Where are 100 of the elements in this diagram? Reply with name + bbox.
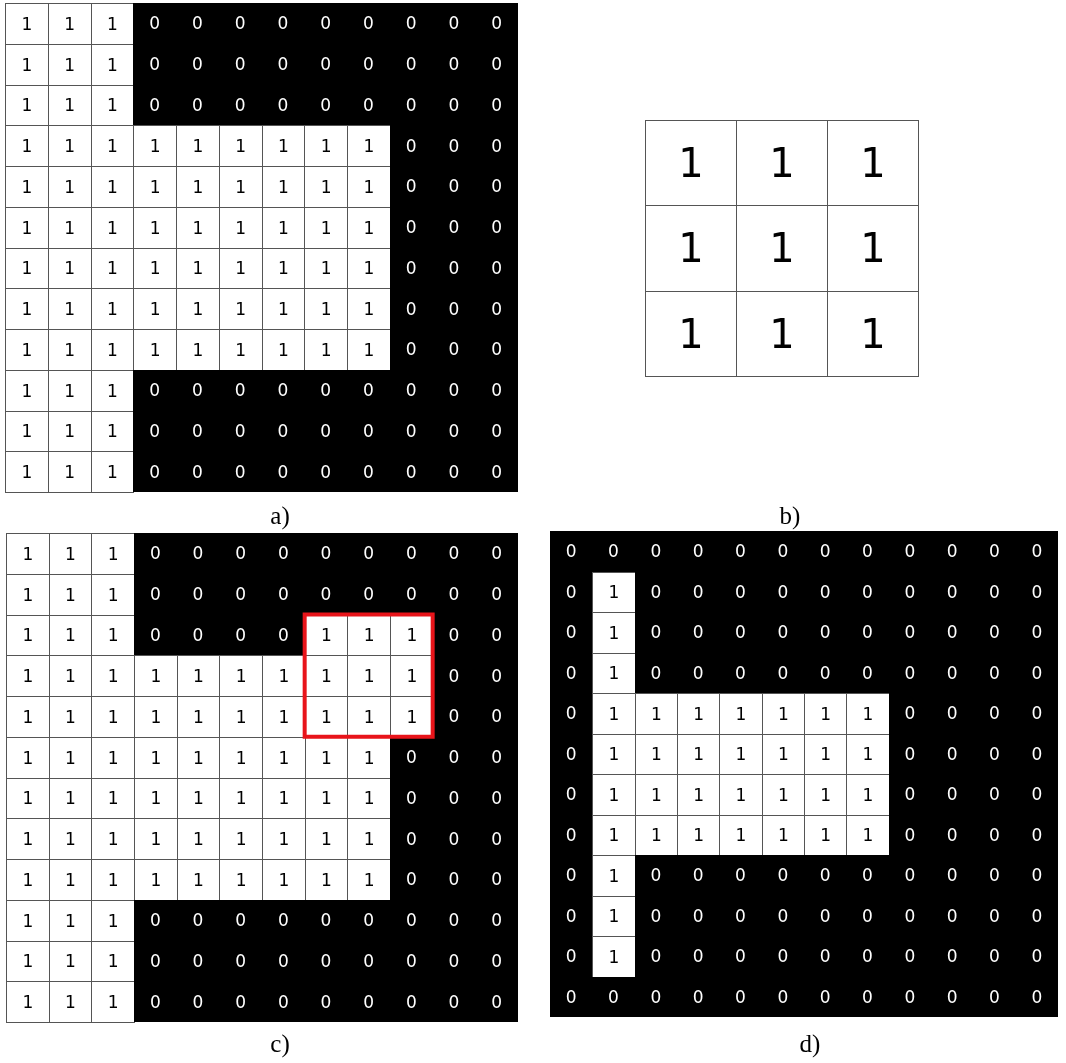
matrix-cell: 1 bbox=[347, 655, 391, 697]
matrix-cell: 1 bbox=[176, 329, 220, 371]
matrix-cell: 1 bbox=[48, 899, 93, 942]
panel-label: a) bbox=[270, 502, 290, 530]
matrix-cell: 1 bbox=[347, 329, 391, 371]
matrix-cell: 1 bbox=[90, 3, 135, 45]
matrix-cell: 1 bbox=[48, 777, 93, 820]
matrix-cell: 1 bbox=[90, 125, 135, 167]
matrix-cell: 1 bbox=[304, 247, 348, 290]
matrix-cell: 1 bbox=[48, 940, 93, 983]
matrix-cell: 1 bbox=[218, 329, 263, 371]
matrix-cell: 1 bbox=[261, 206, 306, 249]
matrix-cell: 1 bbox=[304, 166, 348, 208]
matrix-cell: 1 bbox=[47, 125, 92, 167]
matrix-cell: 1 bbox=[90, 84, 135, 127]
matrix-cell: 1 bbox=[91, 899, 135, 942]
matrix-cell: 1 bbox=[91, 981, 135, 1023]
matrix-cell: 1 bbox=[6, 655, 50, 697]
matrix-cell: 1 bbox=[347, 696, 391, 738]
matrix-cell: 1 bbox=[5, 247, 49, 290]
matrix-value: 0 bbox=[634, 855, 677, 896]
matrix-cell: 1 bbox=[6, 736, 50, 779]
matrix-cell: 1 bbox=[47, 247, 92, 290]
matrix-cell: 1 bbox=[592, 652, 636, 694]
matrix-cell: 1 bbox=[133, 125, 177, 167]
matrix-cell: 1 bbox=[5, 125, 49, 167]
matrix-cell: 1 bbox=[846, 814, 890, 856]
matrix-cell: 1 bbox=[176, 859, 221, 901]
matrix-cell: 1 bbox=[347, 288, 391, 330]
matrix-cell: 1 bbox=[91, 573, 135, 616]
matrix-cell: 1 bbox=[261, 166, 306, 208]
matrix-cell: 1 bbox=[90, 206, 135, 249]
matrix-cell: 1 bbox=[5, 410, 49, 453]
matrix-cell: 1 bbox=[6, 777, 50, 820]
matrix-cell: 1 bbox=[48, 573, 93, 616]
matrix-cell: 1 bbox=[48, 614, 93, 657]
matrix-cell: 1 bbox=[219, 818, 263, 860]
matrix-value: 0 bbox=[133, 369, 176, 411]
matrix-cell: 1 bbox=[347, 777, 391, 820]
matrix-cell: 1 bbox=[804, 733, 848, 775]
matrix-cell: 1 bbox=[5, 84, 49, 127]
matrix-cell: 1 bbox=[719, 693, 763, 735]
matrix-cell: 1 bbox=[90, 451, 135, 493]
matrix-cell: 1 bbox=[261, 329, 306, 371]
matrix-cell: 1 bbox=[133, 288, 177, 330]
matrix-cell: 1 bbox=[219, 655, 263, 697]
matrix-cell: 1 bbox=[761, 733, 805, 775]
matrix-cell: 1 bbox=[645, 290, 737, 377]
matrix-cell: 1 bbox=[261, 288, 306, 330]
matrix-cell: 1 bbox=[218, 125, 263, 167]
matrix-cell: 1 bbox=[47, 84, 92, 127]
matrix-cell: 1 bbox=[677, 733, 721, 775]
matrix-cell: 1 bbox=[634, 693, 678, 735]
matrix-cell: 1 bbox=[761, 814, 805, 856]
matrix-cell: 1 bbox=[218, 247, 263, 290]
matrix-cell: 1 bbox=[176, 777, 221, 820]
matrix-cell: 1 bbox=[804, 774, 848, 816]
matrix-cell: 1 bbox=[262, 859, 306, 901]
matrix-cell: 1 bbox=[90, 43, 135, 86]
matrix-cell: 1 bbox=[176, 247, 220, 290]
matrix-cell: 1 bbox=[90, 369, 135, 412]
matrix-cell: 1 bbox=[5, 329, 49, 371]
matrix-cell: 1 bbox=[90, 166, 135, 208]
matrix-cell: 1 bbox=[5, 3, 49, 45]
matrix-cell: 1 bbox=[347, 247, 391, 290]
matrix-cell: 1 bbox=[347, 125, 391, 167]
matrix-cell: 1 bbox=[846, 693, 890, 735]
panel-label: d) bbox=[799, 1030, 821, 1058]
matrix-cell: 1 bbox=[47, 43, 92, 86]
matrix-cell: 1 bbox=[6, 899, 50, 942]
matrix-cell: 1 bbox=[47, 288, 92, 330]
matrix-cell: 1 bbox=[48, 981, 93, 1023]
matrix-cell: 1 bbox=[6, 818, 50, 860]
matrix-cell: 1 bbox=[761, 693, 805, 735]
matrix-cell: 1 bbox=[176, 655, 221, 697]
matrix-cell: 1 bbox=[219, 736, 263, 779]
matrix-cell: 1 bbox=[90, 329, 135, 371]
matrix-cell: 1 bbox=[5, 369, 49, 412]
matrix-cell: 1 bbox=[6, 981, 50, 1023]
matrix-cell: 1 bbox=[592, 936, 636, 978]
matrix-cell: 1 bbox=[304, 818, 349, 860]
matrix-cell: 1 bbox=[719, 733, 763, 775]
matrix-cell: 1 bbox=[592, 774, 636, 816]
matrix-cell: 1 bbox=[347, 859, 391, 901]
matrix-cell: 1 bbox=[219, 777, 263, 820]
matrix-cell: 1 bbox=[6, 573, 50, 616]
matrix-cell: 1 bbox=[91, 696, 135, 738]
matrix-cell: 1 bbox=[134, 777, 178, 820]
matrix-cell: 1 bbox=[634, 733, 678, 775]
matrix-cell: 1 bbox=[261, 247, 306, 290]
matrix-cell: 1 bbox=[90, 410, 135, 453]
matrix-cell: 1 bbox=[176, 125, 220, 167]
matrix-cell: 1 bbox=[262, 818, 306, 860]
matrix-cell: 1 bbox=[219, 859, 263, 901]
matrix-cell: 1 bbox=[719, 774, 763, 816]
matrix-cell: 1 bbox=[304, 777, 349, 820]
matrix-cell: 1 bbox=[761, 774, 805, 816]
matrix-cell: 1 bbox=[645, 120, 737, 207]
matrix-cell: 1 bbox=[219, 696, 263, 738]
matrix-cell: 1 bbox=[218, 166, 263, 208]
